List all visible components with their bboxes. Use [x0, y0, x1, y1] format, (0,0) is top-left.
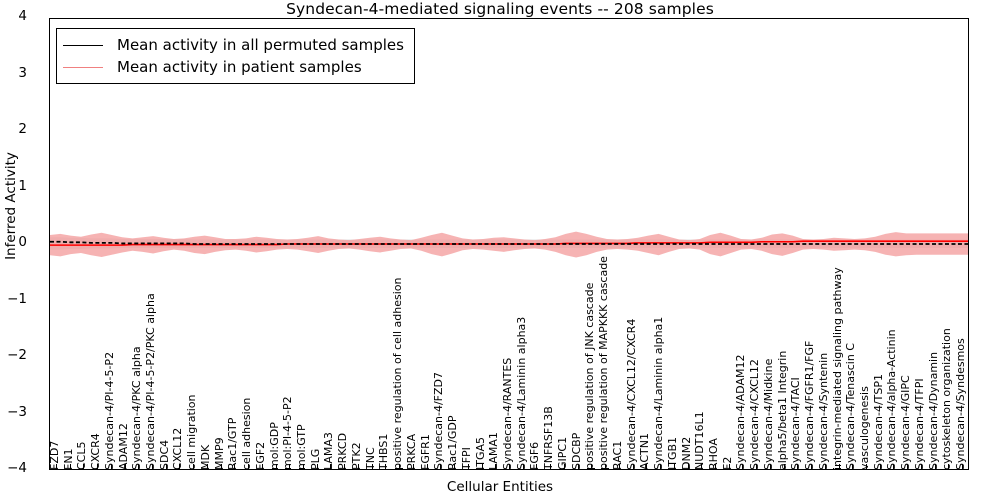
x-tick-mark — [399, 464, 401, 470]
x-tick-mark — [69, 464, 71, 470]
x-tick-mark — [454, 464, 456, 470]
x-tick-mark — [138, 464, 140, 470]
x-tick-mark — [220, 464, 222, 470]
x-tick-mark — [824, 464, 826, 470]
x-tick-mark — [289, 464, 291, 470]
x-tick-mark — [756, 464, 758, 470]
x-tick-mark — [357, 464, 359, 470]
x-tick-mark — [577, 464, 579, 470]
y-tick-label: −3 — [7, 403, 27, 420]
y-tick-label: 2 — [18, 121, 27, 137]
plot-canvas — [50, 19, 968, 469]
x-tick-mark — [97, 464, 99, 470]
permuted-mean-line — [50, 240, 968, 245]
x-tick-mark — [866, 464, 867, 470]
x-tick-mark — [797, 464, 799, 470]
x-tick-mark — [179, 464, 181, 470]
x-tick-mark — [248, 464, 250, 470]
x-tick-mark — [124, 464, 126, 470]
x-tick-mark — [481, 464, 483, 470]
x-tick-mark — [344, 464, 346, 470]
legend-label-patient: Mean activity in patient samples — [117, 58, 362, 76]
x-tick-mark — [948, 464, 950, 470]
legend-label-permuted: Mean activity in all permuted samples — [117, 36, 404, 54]
x-tick-mark — [193, 464, 195, 470]
x-tick-mark — [742, 464, 744, 470]
chart-legend: Mean activity in all permuted samples Me… — [56, 28, 415, 84]
y-tick-label: −4 — [7, 460, 27, 476]
x-tick-mark — [467, 464, 469, 470]
x-tick-mark — [509, 464, 510, 470]
x-tick-mark — [550, 464, 552, 470]
x-tick-mark — [714, 464, 716, 470]
x-tick-mark — [660, 464, 662, 470]
x-tick-mark — [701, 464, 703, 470]
x-tick-mark — [110, 464, 112, 470]
y-axis-label: Inferred Activity — [3, 152, 19, 260]
x-tick-mark — [440, 464, 442, 470]
y-tick-label: 0 — [18, 234, 27, 250]
x-tick-mark — [412, 464, 414, 470]
series-svg — [50, 231, 968, 258]
x-tick-mark — [261, 464, 263, 470]
x-tick-mark — [536, 464, 538, 470]
plot-area — [49, 18, 969, 470]
x-tick-mark — [632, 464, 634, 470]
x-tick-mark — [371, 464, 373, 470]
legend-item-patient: Mean activity in patient samples — [63, 56, 404, 78]
x-tick-mark — [303, 464, 305, 470]
x-tick-mark — [330, 464, 332, 470]
x-tick-mark — [646, 464, 648, 470]
y-tick-label: −1 — [7, 290, 27, 307]
x-tick-mark — [769, 464, 771, 470]
x-tick-mark — [522, 464, 524, 470]
x-tick-mark — [385, 464, 387, 470]
x-tick-mark — [687, 464, 689, 470]
x-tick-mark — [673, 464, 675, 470]
x-tick-mark — [962, 464, 964, 470]
legend-swatch-patient-line — [63, 66, 103, 68]
x-tick-mark — [83, 464, 85, 470]
x-tick-mark — [605, 464, 607, 470]
x-tick-mark — [591, 464, 593, 470]
chart-title: Syndecan-4-mediated signaling events -- … — [286, 0, 714, 18]
x-tick-mark — [234, 464, 236, 470]
x-tick-mark — [316, 464, 318, 470]
x-tick-mark — [151, 464, 153, 470]
permuted-line-path — [50, 240, 968, 245]
x-tick-mark — [206, 464, 208, 470]
x-tick-mark — [893, 464, 895, 470]
x-tick-mark — [55, 464, 57, 470]
x-tick-mark — [783, 464, 785, 470]
x-tick-mark — [811, 464, 813, 470]
y-tick-label: 4 — [18, 8, 27, 24]
x-tick-mark — [907, 464, 909, 470]
x-tick-mark — [934, 464, 936, 470]
legend-swatch-permuted-line — [63, 44, 103, 46]
x-tick-mark — [728, 464, 730, 470]
y-tick-label: −2 — [7, 347, 27, 363]
x-tick-mark — [879, 464, 881, 470]
x-tick-mark — [838, 464, 840, 470]
x-tick-mark — [275, 464, 277, 470]
x-tick-mark — [920, 464, 922, 470]
x-tick-mark — [495, 464, 497, 470]
legend-item-permuted: Mean activity in all permuted samples — [63, 34, 404, 56]
x-tick-mark — [426, 464, 428, 470]
x-tick-mark — [852, 464, 854, 470]
y-tick-label: 1 — [18, 177, 27, 194]
x-tick-mark — [563, 464, 565, 470]
y-tick-label: 3 — [18, 64, 27, 81]
x-tick-mark — [165, 464, 167, 470]
x-axis-label: Cellular Entities — [446, 479, 554, 495]
x-tick-mark — [618, 464, 620, 470]
